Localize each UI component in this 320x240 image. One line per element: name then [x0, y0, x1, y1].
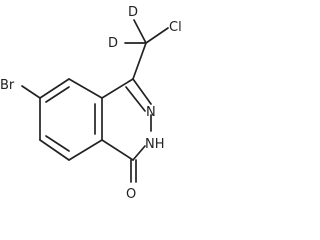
atom-label-deuterium-left: D — [108, 36, 118, 51]
bond-c4-ch2 — [132, 42, 147, 80]
bond-c4-n3-outer — [132, 78, 152, 105]
structure-drawing: D D Cl N NH O Br — [0, 5, 182, 202]
bond-c8-c8a — [68, 139, 103, 161]
chemical-structure-diagram: D D Cl N NH O Br — [0, 5, 182, 202]
bond-c4-n3-inner — [125, 86, 146, 112]
bond-n2-c1 — [132, 145, 146, 161]
bond-c5-c6-inner — [45, 86, 70, 103]
bond-c-d-upper — [133, 19, 147, 44]
atom-label-oxygen: O — [126, 187, 136, 202]
bond-c1-c8a — [101, 139, 134, 161]
bond-c7-c8-inner — [45, 135, 70, 152]
atom-label-deuterium-upper: D — [128, 5, 138, 20]
bond-c4a-c5 — [68, 78, 103, 99]
atom-label-nh: NH — [145, 137, 165, 152]
bond-c7-c8 — [39, 139, 70, 161]
atom-label-bromine: Br — [0, 78, 15, 93]
bond-c5-c6 — [39, 78, 70, 99]
atom-label-nitrogen: N — [146, 105, 156, 120]
bond-c4-c4a — [101, 78, 134, 99]
bond-c-cl — [145, 27, 169, 44]
atom-labels: D D Cl N NH O Br — [0, 5, 182, 202]
atom-label-chlorine: Cl — [169, 20, 182, 35]
bonds — [21, 19, 169, 183]
bond-c6-br — [21, 85, 41, 99]
